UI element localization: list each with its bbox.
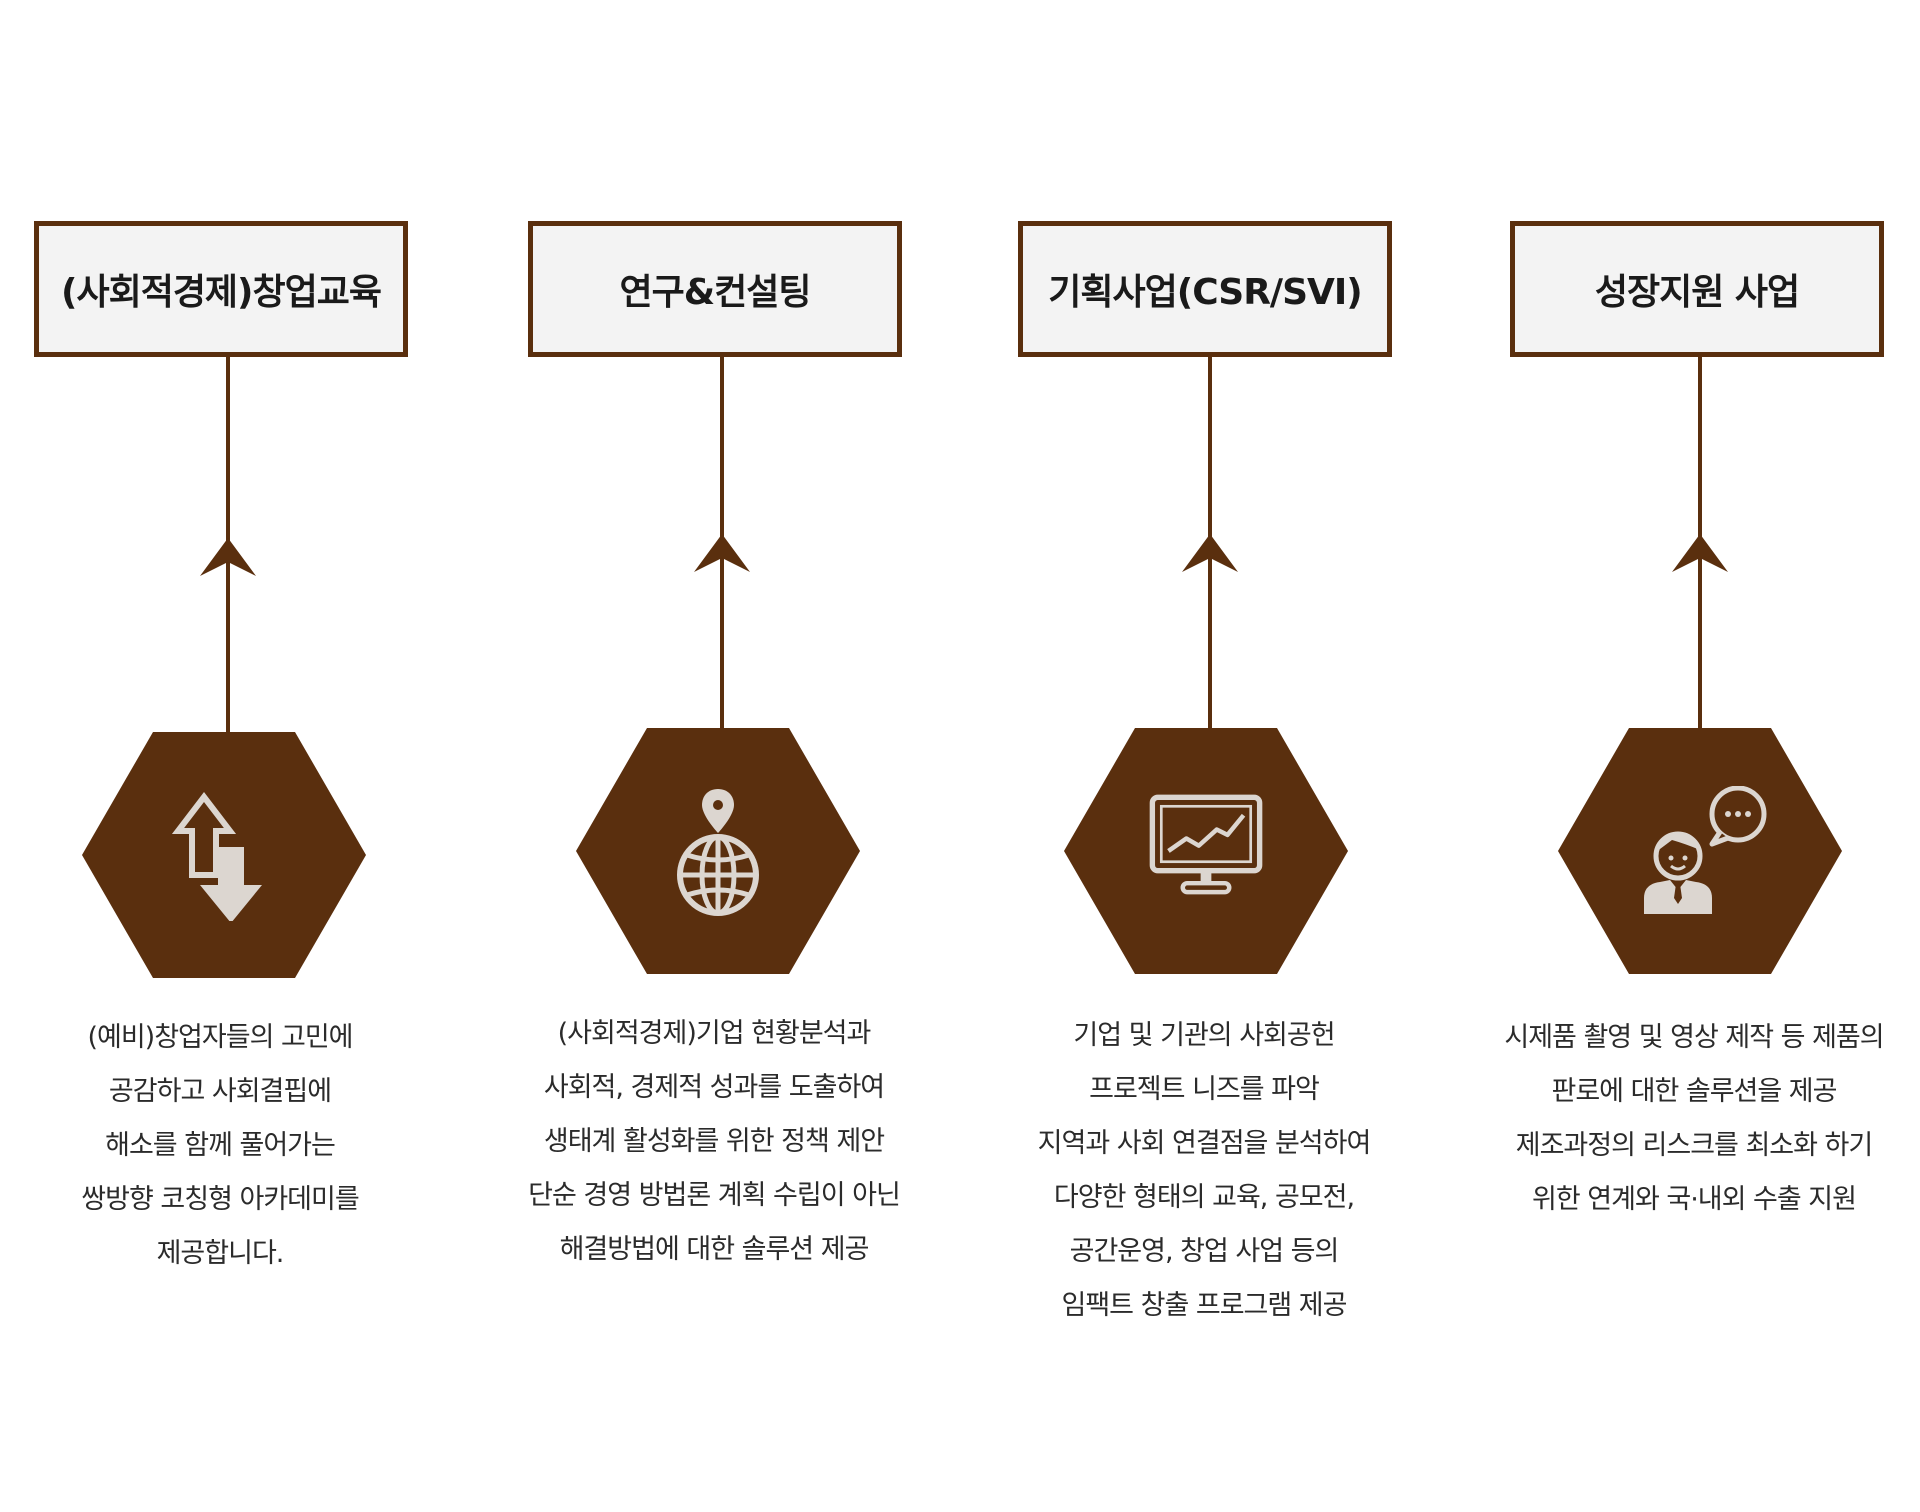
column-description: 시제품 촬영 및 영상 제작 등 제품의 판로에 대한 솔루션을 제공 제조과정… — [1474, 1011, 1914, 1227]
description-line: 기업 및 기관의 사회공헌 — [1073, 1020, 1335, 1051]
column-title: 연구&컨설팅 — [619, 272, 812, 313]
up-down-arrows-icon — [171, 792, 262, 921]
service-column-growth: 성장지원 사업 시제품 촬영 및 영상 제작 등 제품의 판로에 — [1474, 0, 1914, 1512]
description-line: 지역과 사회 연결점을 분석하여 — [1037, 1128, 1372, 1159]
connector-arrow — [200, 357, 256, 733]
description-line: 생태계 활성화를 위한 정책 제안 — [543, 1126, 885, 1157]
title-box: 기획사업(CSR/SVI) — [1018, 221, 1392, 357]
icon-hexagon — [576, 728, 860, 974]
description-line: 다양한 형태의 교육, 공모전, — [1053, 1182, 1355, 1213]
column-description: 기업 및 기관의 사회공헌 프로젝트 니즈를 파악 지역과 사회 연결점을 분석… — [984, 1009, 1424, 1333]
service-column-research: 연구&컨설팅 (사회적경제)기업 현황분석과 사회적, 경제적 성과를 도출하여… — [494, 0, 934, 1512]
connector-arrow — [694, 357, 750, 729]
description-line: 공간운영, 창업 사업 등의 — [1069, 1236, 1340, 1267]
column-title: 성장지원 사업 — [1594, 272, 1800, 313]
description-line: (예비)창업자들의 고민에 — [87, 1022, 353, 1053]
globe-pin-icon — [677, 789, 759, 916]
title-box: 연구&컨설팅 — [528, 221, 902, 357]
description-line: 제조과정의 리스크를 최소화 하기 — [1515, 1130, 1874, 1161]
description-line: (사회적경제)기업 현황분석과 — [557, 1018, 872, 1049]
connector-arrow — [1182, 357, 1238, 729]
description-line: 임팩트 창출 프로그램 제공 — [1061, 1290, 1348, 1321]
icon-hexagon — [1558, 728, 1842, 974]
description-line: 위한 연계와 국·내외 수출 지원 — [1532, 1184, 1857, 1215]
service-column-education: (사회적경제)창업교육 (예비)창업자들의 고민에 공감하고 사회결핍에 해소를… — [0, 0, 440, 1512]
description-line: 프로젝트 니즈를 파악 — [1089, 1074, 1320, 1105]
service-column-planning: 기획사업(CSR/SVI) 기업 및 기관의 사회공헌 프로젝트 니즈를 파악 … — [984, 0, 1424, 1512]
column-title: 기획사업(CSR/SVI) — [1048, 272, 1362, 313]
column-description: (사회적경제)기업 현황분석과 사회적, 경제적 성과를 도출하여 생태계 활성… — [494, 1007, 934, 1277]
column-title: (사회적경제)창업교육 — [61, 272, 382, 313]
column-description: (예비)창업자들의 고민에 공감하고 사회결핍에 해소를 함께 풀어가는 쌍방향… — [0, 1011, 440, 1281]
description-line: 사회적, 경제적 성과를 도출하여 — [543, 1072, 885, 1103]
description-line: 쌍방향 코칭형 아카데미를 — [81, 1184, 359, 1215]
description-line: 해결방법에 대한 솔루션 제공 — [559, 1234, 870, 1265]
consultant-chat-icon — [1644, 786, 1767, 914]
description-line: 시제품 촬영 및 영상 제작 등 제품의 — [1504, 1022, 1884, 1053]
connector-arrow — [1672, 357, 1728, 729]
description-line: 제공합니다. — [156, 1238, 285, 1269]
description-line: 해소를 함께 풀어가는 — [105, 1130, 336, 1161]
icon-hexagon — [82, 732, 366, 978]
title-box: 성장지원 사업 — [1510, 221, 1884, 357]
description-line: 판로에 대한 솔루션을 제공 — [1551, 1076, 1838, 1107]
title-box: (사회적경제)창업교육 — [34, 221, 408, 357]
monitor-chart-icon — [1149, 794, 1263, 895]
description-line: 공감하고 사회결핍에 — [108, 1076, 332, 1107]
icon-hexagon — [1064, 728, 1348, 974]
description-line: 단순 경영 방법론 계획 수립이 아닌 — [528, 1180, 901, 1211]
